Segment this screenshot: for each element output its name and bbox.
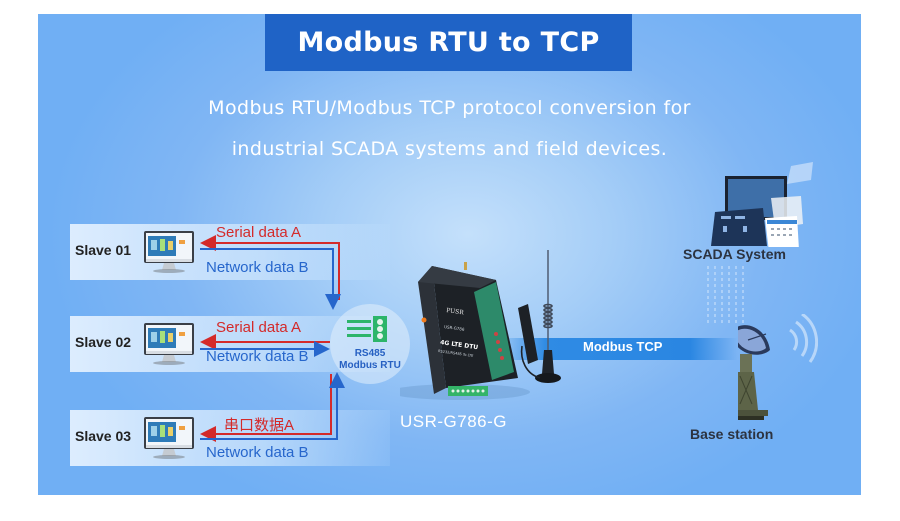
dtu-device-icon: PUSR USR-G786 4G LTE DTU RS232/RS485 To … xyxy=(400,262,538,400)
network-data-label-01: Network data B xyxy=(206,259,309,276)
diagram-panel: Modbus RTU to TCP Modbus RTU/Modbus TCP … xyxy=(38,14,861,495)
network-arrow-03 xyxy=(200,372,345,440)
serial-data-label-02: Serial data A xyxy=(216,319,302,336)
device-panel-model: USR-G786 xyxy=(444,324,465,332)
slave-label: Slave 02 xyxy=(75,334,132,350)
data-flow-arrows xyxy=(200,235,345,442)
serial-arrow-03 xyxy=(200,374,332,442)
scada-system-label: SCADA System xyxy=(683,246,786,262)
modbus-tcp-label: Modbus TCP xyxy=(583,339,663,354)
serial-data-label-01: Serial data A xyxy=(216,224,302,241)
terminal-block-icon xyxy=(347,316,387,342)
modbus-rtu-label: Modbus RTU xyxy=(339,360,401,371)
modbus-tcp-link xyxy=(498,338,738,360)
device-panel-sub: RS232/RS485 To LTE xyxy=(438,349,474,358)
data-stream-decoration xyxy=(707,266,744,326)
slave-label: Slave 03 xyxy=(75,428,132,444)
slave-label: Slave 01 xyxy=(75,242,132,258)
base-station-label: Base station xyxy=(690,426,774,442)
base-station-icon xyxy=(738,314,818,420)
subtitle-line-2: industrial SCADA systems and field devic… xyxy=(231,138,668,160)
monitor-icon xyxy=(144,323,194,365)
rs485-label: RS485 xyxy=(354,348,386,359)
device-brand: PUSR xyxy=(446,307,465,316)
scada-system-icon xyxy=(711,162,813,247)
serial-data-label-03: 串口数据A xyxy=(224,417,295,434)
network-arrow-01 xyxy=(200,248,341,310)
monitor-icon xyxy=(144,231,194,273)
monitor-icon xyxy=(144,417,194,459)
page-title: Modbus RTU to TCP xyxy=(265,14,632,71)
rs485-interface: RS485 Modbus RTU xyxy=(330,304,410,384)
subtitle-line-1: Modbus RTU/Modbus TCP protocol conversio… xyxy=(208,97,691,119)
slave-row-01: Slave 01 xyxy=(70,224,390,280)
device-model-label: USR-G786-G xyxy=(400,412,508,431)
network-data-label-03: Network data B xyxy=(206,444,309,461)
network-data-label-02: Network data B xyxy=(206,348,309,365)
serial-arrow-01 xyxy=(200,235,340,300)
antenna-icon xyxy=(520,250,561,383)
